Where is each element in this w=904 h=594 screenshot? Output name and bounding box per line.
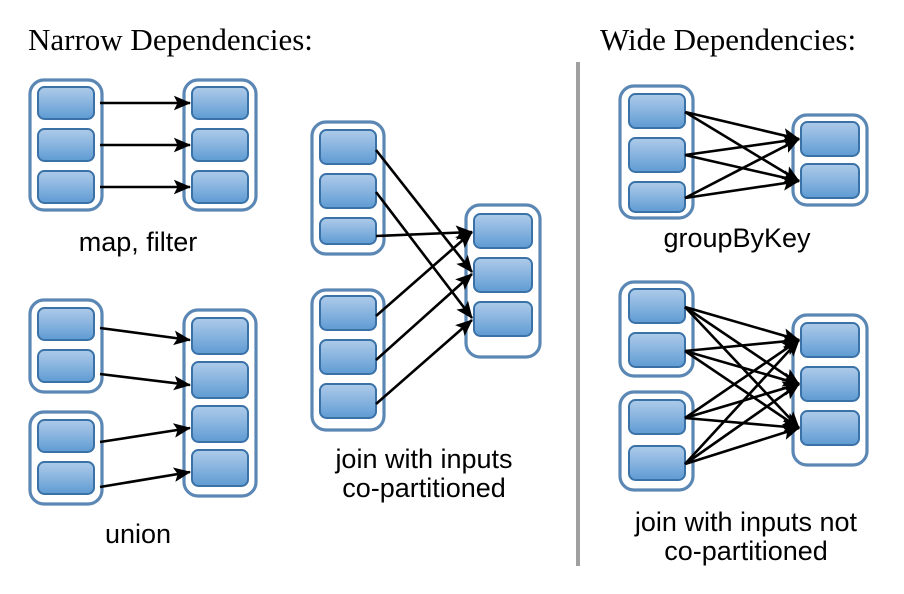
source-rdd-map-filter-0 bbox=[28, 78, 104, 212]
wide-dependencies-title: Wide Dependencies: bbox=[600, 22, 857, 57]
dependency-arrow bbox=[99, 467, 192, 489]
dependency-arrow bbox=[374, 149, 474, 273]
partition-box bbox=[628, 399, 686, 435]
partition-box bbox=[800, 322, 860, 358]
dependency-arrow bbox=[375, 273, 473, 361]
partition-box bbox=[473, 257, 533, 293]
partition-box bbox=[191, 317, 249, 355]
dependency-group-map-filter bbox=[28, 78, 258, 212]
partition-box bbox=[37, 307, 95, 341]
partition-box bbox=[37, 170, 95, 204]
operation-label-join-not-co-partitioned: join with inputs not co-partitioned bbox=[634, 507, 858, 567]
partition-box bbox=[628, 181, 686, 213]
partition-box bbox=[800, 121, 860, 157]
partition-box bbox=[191, 128, 249, 162]
dependency-arrow bbox=[99, 423, 192, 444]
dependency-arrow bbox=[684, 382, 800, 466]
dependency-arrow bbox=[375, 225, 474, 240]
dependency-arrow bbox=[684, 349, 800, 430]
dependency-arrow bbox=[684, 339, 800, 465]
dependency-group-union bbox=[28, 298, 258, 506]
graph-content bbox=[28, 62, 869, 566]
partition-box bbox=[628, 137, 686, 173]
operation-label-union: union bbox=[104, 519, 172, 549]
partition-box bbox=[37, 128, 95, 162]
dependency-group-join-not-co-partitioned bbox=[618, 280, 869, 492]
partition-box bbox=[37, 349, 95, 383]
source-rdd-join-not-co-partitioned-1 bbox=[618, 390, 695, 492]
source-rdd-union-0 bbox=[28, 298, 104, 394]
dependency-group-join-co-partitioned bbox=[310, 120, 542, 432]
source-rdd-join-not-co-partitioned-0 bbox=[618, 280, 695, 378]
partition-box bbox=[37, 461, 95, 495]
dependency-arrow bbox=[684, 110, 801, 143]
partition-box bbox=[191, 86, 249, 120]
dependency-arrow bbox=[684, 137, 800, 200]
source-rdd-union-1 bbox=[28, 410, 104, 506]
partition-box bbox=[191, 405, 249, 443]
target-rdd-join-not-co-partitioned-0 bbox=[791, 313, 869, 467]
dependency-arrow bbox=[99, 372, 192, 391]
partition-box bbox=[628, 332, 686, 368]
dependency-arrow bbox=[684, 134, 801, 157]
partition-box bbox=[319, 129, 377, 165]
partition-box bbox=[37, 86, 95, 120]
dependency-arrow bbox=[684, 305, 800, 343]
partition-box bbox=[800, 163, 860, 199]
source-rdd-join-co-partitioned-1 bbox=[310, 288, 386, 432]
source-rdd-join-co-partitioned-0 bbox=[310, 120, 386, 256]
narrow-dependencies-title: Narrow Dependencies: bbox=[28, 22, 313, 57]
partition-box bbox=[319, 383, 377, 419]
partition-box bbox=[628, 288, 686, 324]
partition-box bbox=[191, 361, 249, 399]
partition-box bbox=[319, 295, 377, 331]
operation-label-join-co-partitioned: join with inputs co-partitioned bbox=[335, 444, 513, 504]
target-rdd-group-by-key-0 bbox=[791, 113, 869, 207]
dependency-arrow bbox=[684, 338, 800, 420]
dependency-arrow bbox=[375, 319, 473, 405]
dependency-arrow bbox=[375, 231, 473, 317]
dependency-group-group-by-key bbox=[618, 84, 869, 220]
dependency-arrow bbox=[684, 425, 800, 466]
partition-box bbox=[628, 93, 686, 129]
partition-box bbox=[319, 173, 377, 209]
partition-box bbox=[473, 213, 533, 249]
partition-box bbox=[319, 339, 377, 375]
dependency-arrow bbox=[99, 326, 192, 346]
partition-box bbox=[473, 301, 533, 337]
partition-box bbox=[191, 170, 249, 204]
target-rdd-map-filter-0 bbox=[182, 78, 258, 212]
partition-box bbox=[800, 410, 860, 446]
dependency-arrow bbox=[684, 176, 801, 200]
dependency-arrow bbox=[684, 349, 800, 387]
partition-box bbox=[319, 217, 377, 245]
partition-box bbox=[628, 445, 686, 481]
partition-box bbox=[800, 366, 860, 402]
partition-box bbox=[37, 419, 95, 453]
dependency-arrow bbox=[374, 191, 474, 319]
source-rdd-group-by-key-0 bbox=[618, 84, 695, 220]
operation-label-group-by-key: groupByKey bbox=[663, 223, 811, 253]
target-rdd-union-0 bbox=[182, 308, 258, 498]
target-rdd-join-co-partitioned-0 bbox=[464, 203, 542, 359]
dependency-arrow bbox=[684, 334, 801, 353]
operation-label-map-filter: map, filter bbox=[78, 227, 198, 257]
partition-box bbox=[191, 449, 249, 487]
